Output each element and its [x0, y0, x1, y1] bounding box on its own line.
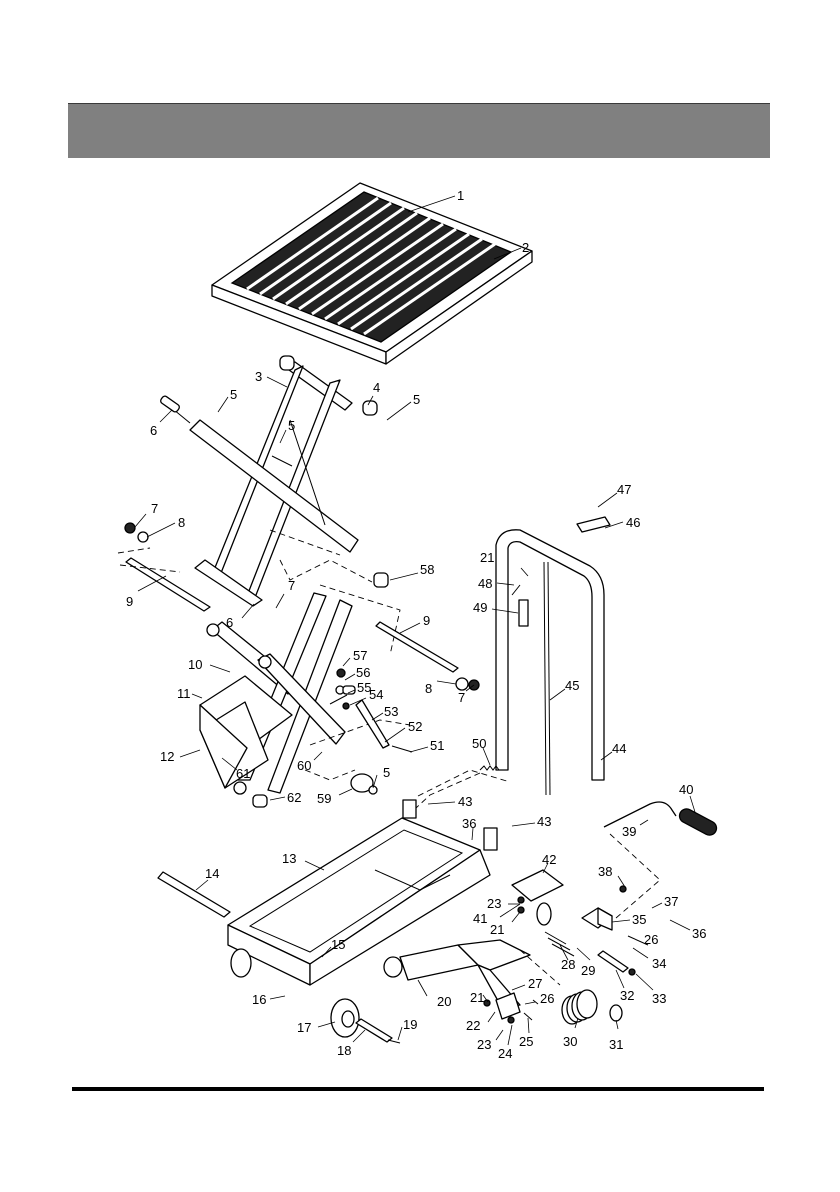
- callout-56: 56: [356, 665, 370, 680]
- callout-3: 3: [255, 369, 262, 384]
- callout-26b: 26: [540, 991, 554, 1006]
- callout-18: 18: [337, 1043, 351, 1058]
- callout-31: 31: [609, 1037, 623, 1052]
- callout-33: 33: [652, 991, 666, 1006]
- callout-36a: 36: [462, 816, 476, 831]
- callout-30: 30: [563, 1034, 577, 1049]
- callout-60: 60: [297, 758, 311, 773]
- callout-7b: 7: [288, 578, 295, 593]
- callout-8a: 8: [178, 515, 185, 530]
- callout-1: 1: [457, 188, 464, 203]
- pedal-linkage-drawing: [484, 993, 538, 1023]
- callout-21c: 21: [470, 990, 484, 1005]
- callout-7a: 7: [151, 501, 158, 516]
- axle-18-19-drawing: [356, 1019, 400, 1043]
- callout-25: 25: [519, 1034, 533, 1049]
- callout-43b: 43: [537, 814, 551, 829]
- callout-53: 53: [384, 704, 398, 719]
- callout-13: 13: [282, 851, 296, 866]
- callout-4: 4: [373, 380, 380, 395]
- callout-41: 41: [473, 911, 487, 926]
- callout-23a: 23: [487, 896, 501, 911]
- platform-mat-drawing: [212, 183, 532, 364]
- callout-37: 37: [664, 894, 678, 909]
- callout-38: 38: [598, 864, 612, 879]
- callout-24: 24: [498, 1046, 512, 1061]
- callout-58: 58: [420, 562, 434, 577]
- callout-36b: 36: [692, 926, 706, 941]
- callout-6b: 6: [226, 615, 233, 630]
- push-handle-drawing: [496, 517, 610, 795]
- callout-9a: 9: [126, 594, 133, 609]
- caster-42-drawing: [512, 870, 563, 925]
- bushing-58-drawing: [374, 573, 388, 587]
- footer-rule: [72, 1087, 764, 1091]
- callout-21b: 21: [490, 922, 504, 937]
- callout-26a: 26: [644, 932, 658, 947]
- roller-washer-left-drawing: [125, 514, 175, 542]
- shaft-9-right-drawing: [376, 622, 479, 690]
- callout-5c: 5: [288, 418, 295, 433]
- callout-61: 61: [236, 766, 250, 781]
- callout-6a: 6: [150, 423, 157, 438]
- callout-49: 49: [473, 600, 487, 615]
- callout-27: 27: [528, 976, 542, 991]
- callout-45: 45: [565, 678, 579, 693]
- callout-50: 50: [472, 736, 486, 751]
- callout-11: 11: [177, 686, 191, 701]
- callout-2: 2: [522, 240, 529, 255]
- callout-29: 29: [581, 963, 595, 978]
- callout-17: 17: [297, 1020, 311, 1035]
- spring-30-drawing: [562, 990, 622, 1024]
- callout-16: 16: [252, 992, 266, 1007]
- callout-20: 20: [437, 994, 451, 1009]
- callout-5b: 5: [413, 392, 420, 407]
- callout-14: 14: [205, 866, 219, 881]
- callout-23b: 23: [477, 1037, 491, 1052]
- callout-12: 12: [160, 749, 174, 764]
- callout-59: 59: [317, 791, 331, 806]
- callout-42: 42: [542, 852, 556, 867]
- callout-22: 22: [466, 1018, 480, 1033]
- callout-7c: 7: [458, 690, 465, 705]
- callout-51: 51: [430, 738, 444, 753]
- callout-55: 55: [357, 680, 371, 695]
- callout-21a: 21: [480, 550, 494, 565]
- callout-46: 46: [626, 515, 640, 530]
- callout-43a: 43: [458, 794, 472, 809]
- callout-47: 47: [617, 482, 631, 497]
- callout-62: 62: [287, 790, 301, 805]
- callout-5a: 5: [230, 387, 237, 402]
- foot-pedal-39-40-drawing: [604, 802, 719, 880]
- callout-48: 48: [478, 576, 492, 591]
- callout-19: 19: [403, 1017, 417, 1032]
- callout-15: 15: [331, 937, 345, 952]
- callout-44: 44: [612, 741, 626, 756]
- roller-59-drawing: [351, 774, 377, 794]
- callout-9b: 9: [423, 613, 430, 628]
- callout-39: 39: [622, 824, 636, 839]
- callout-10: 10: [188, 657, 202, 672]
- callout-34: 34: [652, 956, 666, 971]
- upper-scissor-drawing: [160, 356, 377, 606]
- callout-32: 32: [620, 988, 634, 1003]
- callout-5d: 5: [383, 765, 390, 780]
- callout-52: 52: [408, 719, 422, 734]
- callout-57: 57: [353, 648, 367, 663]
- callout-35: 35: [632, 912, 646, 927]
- callout-8b: 8: [425, 681, 432, 696]
- callout-28: 28: [561, 957, 575, 972]
- callout-40: 40: [679, 782, 693, 797]
